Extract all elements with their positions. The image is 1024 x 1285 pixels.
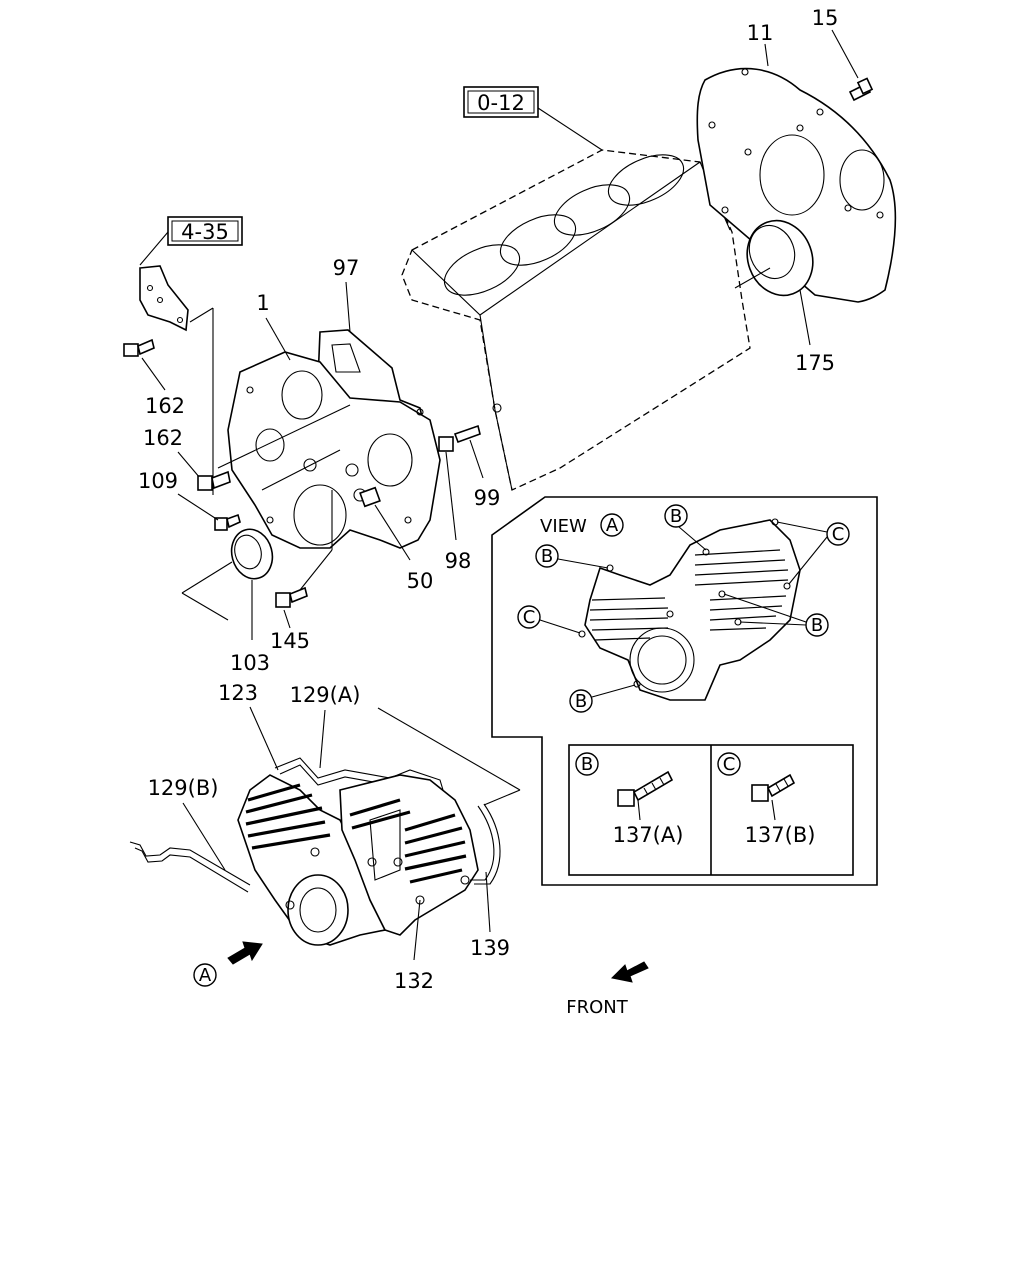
- callout-123: 123: [218, 681, 258, 705]
- view-panel-letter: A: [606, 515, 619, 536]
- view-marker-c-1: C: [832, 524, 845, 545]
- bracket: [139, 265, 189, 332]
- bolt-b-letter: B: [581, 754, 593, 775]
- callout-175: 175: [795, 351, 835, 375]
- front-arrow: FRONT: [566, 961, 649, 1018]
- bolt-109: [214, 513, 241, 531]
- bolt-b-part: 137(A): [613, 823, 684, 847]
- nut-98: [438, 436, 454, 452]
- bolt-15: [848, 77, 874, 102]
- callout-132: 132: [394, 969, 434, 993]
- view-marker-c-2: C: [523, 607, 536, 628]
- bolt-c-part: 137(B): [745, 823, 816, 847]
- callout-50: 50: [407, 569, 434, 593]
- oil-seal-103: [230, 528, 274, 580]
- callout-129a: 129(A): [290, 683, 361, 707]
- gasket-139: [470, 803, 501, 885]
- callout-1: 1: [256, 291, 269, 315]
- callout-129b: 129(B): [148, 776, 219, 800]
- oil-seal-175: [746, 219, 814, 297]
- timing-cover-lower: [237, 774, 387, 946]
- callout-98: 98: [445, 549, 472, 573]
- bracket-ref-label: 4-35: [181, 220, 229, 244]
- callout-145: 145: [270, 629, 310, 653]
- callout-99: 99: [474, 486, 501, 510]
- block-ref-label: 0-12: [477, 91, 525, 115]
- callout-15: 15: [812, 6, 839, 30]
- view-marker-b-4: B: [575, 691, 587, 712]
- bolt-162-upper: [123, 338, 155, 357]
- callout-11: 11: [747, 21, 774, 45]
- bracket-129b: [129, 841, 251, 893]
- engine-block: [401, 149, 751, 491]
- bolt-137b: [751, 773, 796, 802]
- view-a-arrow-letter: A: [199, 965, 212, 986]
- callout-103: 103: [230, 651, 270, 675]
- bolt-162-lower: [197, 470, 231, 491]
- timing-cover-upper: [339, 774, 479, 936]
- callout-162-upper: 162: [145, 394, 185, 418]
- callout-162-lower: 162: [143, 426, 183, 450]
- dowel-50: [359, 486, 381, 508]
- view-marker-b-1: B: [670, 506, 682, 527]
- view-marker-b-3: B: [811, 615, 823, 636]
- bracket-ref-box: 4-35: [139, 216, 243, 266]
- rear-plate: [696, 67, 897, 303]
- callout-139: 139: [470, 936, 510, 960]
- view-a-arrow: A: [193, 941, 263, 987]
- view-marker-b-2: B: [541, 546, 553, 567]
- bolt-c-letter: C: [723, 754, 736, 775]
- block-ref-box: 0-12: [463, 86, 603, 151]
- view-a-panel: VIEW A B B: [491, 496, 878, 886]
- view-panel-title: VIEW: [540, 516, 587, 537]
- bolt-145: [275, 586, 308, 608]
- stud-99: [453, 424, 481, 444]
- callout-97: 97: [333, 256, 360, 280]
- front-label: FRONT: [566, 997, 628, 1018]
- callout-109: 109: [138, 469, 178, 493]
- bolt-137a: [617, 770, 674, 807]
- front-plate-1: [227, 351, 441, 549]
